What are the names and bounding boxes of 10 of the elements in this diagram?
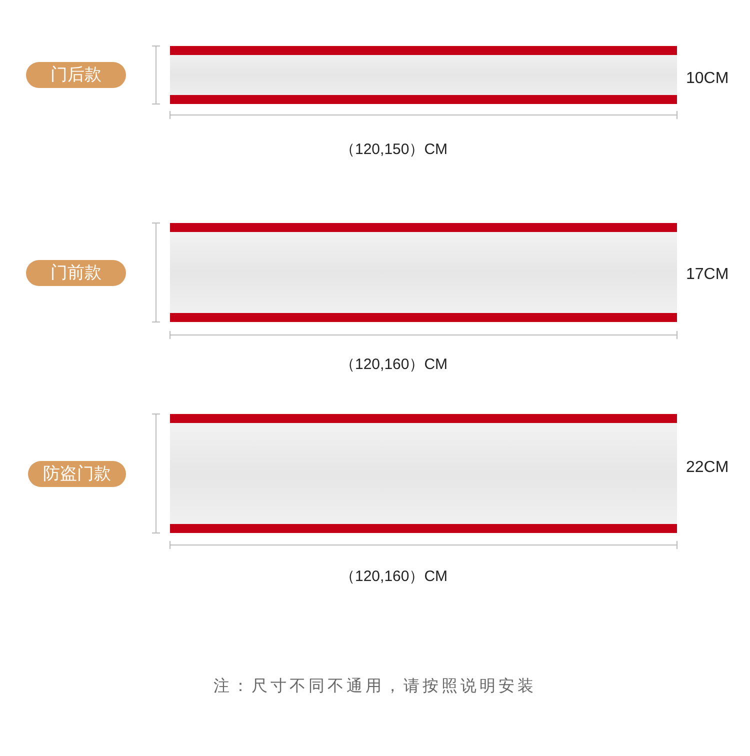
dimension-label: （120,150）CM <box>340 140 448 159</box>
dimension-label: 17CM <box>686 266 729 284</box>
note-text: 注：尺寸不同不通用，请按照说明安装 <box>212 676 538 697</box>
style-label: 门后款 <box>26 62 126 88</box>
style-label: 防盗门款 <box>28 460 126 486</box>
dimension-label: （120,160）CM <box>340 567 448 586</box>
dimension-label: （120,160）CM <box>340 355 448 374</box>
style-label: 门前款 <box>26 260 126 286</box>
dimension-label: 22CM <box>686 459 729 477</box>
dimension-label: 10CM <box>686 70 729 88</box>
